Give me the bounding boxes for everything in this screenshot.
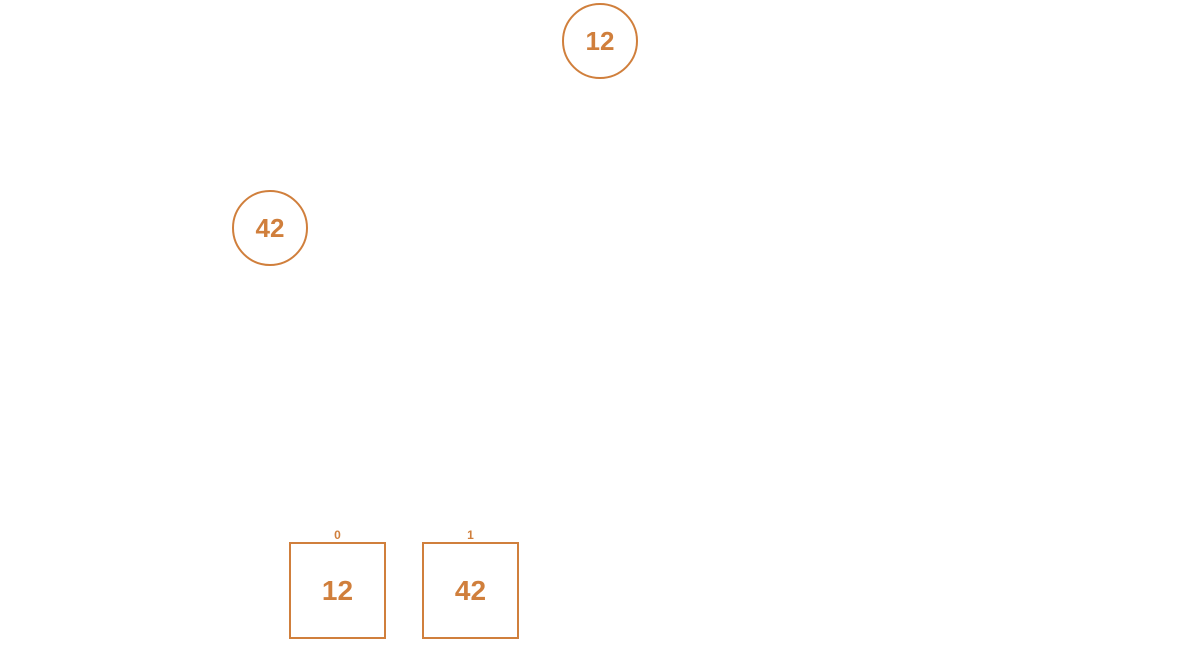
tree-node-value: 42 — [255, 212, 285, 243]
array-cell: 1 42 — [422, 528, 519, 639]
array-cell: 0 12 — [289, 528, 386, 639]
tree-node-left-child: 42 — [232, 190, 308, 266]
array-cell-box: 42 — [422, 542, 519, 639]
array-cell-value: 42 — [454, 574, 487, 606]
tree-node-value: 12 — [585, 25, 615, 56]
tree-node-root: 12 — [562, 3, 638, 79]
array-cell-index: 1 — [467, 528, 474, 542]
array-cell-box: 12 — [289, 542, 386, 639]
array-cell-index: 0 — [334, 528, 341, 542]
array-cell-value: 12 — [321, 574, 354, 606]
